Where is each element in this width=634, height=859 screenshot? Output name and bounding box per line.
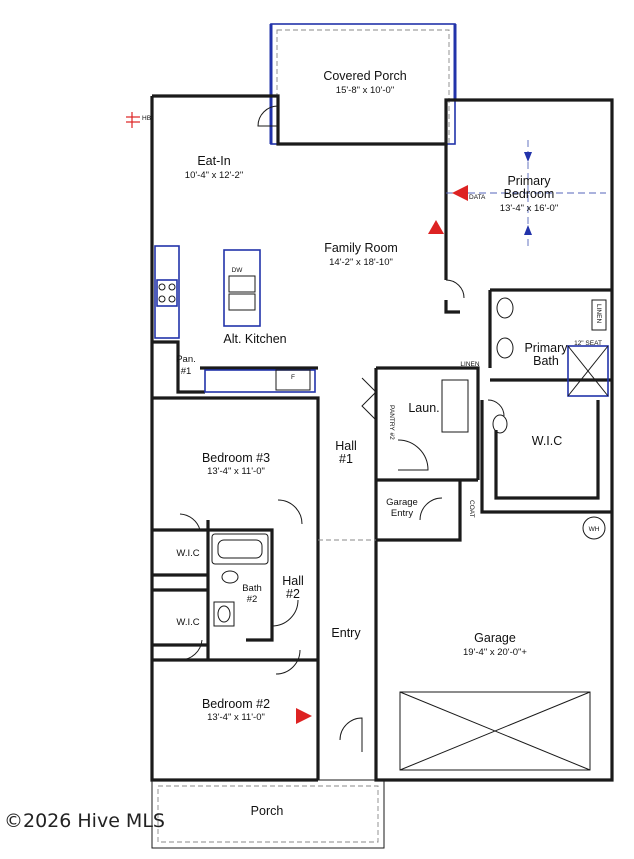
- garage-size: 19'-4" x 20'-0"+: [463, 647, 527, 658]
- watermark: ©2026 Hive MLS: [4, 810, 165, 832]
- laundry-label: Laun.: [408, 401, 439, 415]
- hall2-label-1: Hall: [282, 574, 304, 588]
- primary-wic-label: W.I.C: [532, 434, 563, 448]
- garage-entry-label-2: Entry: [391, 508, 413, 519]
- family-room-label: Family Room: [324, 241, 398, 255]
- hose-bib-label: HB: [142, 115, 151, 122]
- door-swings: [179, 105, 505, 752]
- interior-walls: [152, 144, 612, 780]
- bedroom2-size: 13'-4" x 11'-0": [207, 712, 265, 723]
- bath2-label-2: #2: [247, 594, 258, 605]
- arrow-down-icon: [524, 152, 532, 162]
- front-porch-outline: [151, 779, 385, 849]
- room-labels: Covered Porch 15'-8" x 10'-0" Eat-In 10'…: [176, 69, 602, 818]
- arrow-up-icon: [524, 225, 532, 235]
- wic-upper-label: W.I.C: [176, 548, 199, 559]
- dishwasher-label: DW: [232, 267, 244, 274]
- primary-bath-label-1: Primary: [524, 341, 568, 355]
- data-markers: DATA HB: [126, 112, 532, 724]
- hall2-label-2: #2: [286, 587, 300, 601]
- bedroom2-label: Bedroom #2: [202, 697, 270, 711]
- bedroom3-label: Bedroom #3: [202, 451, 270, 465]
- porch-label: Porch: [251, 804, 284, 818]
- covered-porch-label: Covered Porch: [323, 69, 406, 83]
- eat-in-label: Eat-In: [197, 154, 230, 168]
- linen-bath-label: LINEN: [595, 304, 602, 323]
- coat-label: COAT: [468, 500, 475, 518]
- eat-in-size: 10'-4" x 12'-2": [185, 170, 243, 181]
- hall1-label-1: Hall: [335, 439, 357, 453]
- hall1-label-2: #1: [339, 452, 353, 466]
- garage-label: Garage: [474, 631, 516, 645]
- primary-bedroom-label-2: Bedroom: [504, 187, 555, 201]
- alt-kitchen-label: Alt. Kitchen: [223, 332, 286, 346]
- primary-bedroom-label-1: Primary: [507, 174, 551, 188]
- covered-porch-outline: [269, 23, 457, 145]
- bath2-label-1: Bath: [242, 583, 262, 594]
- bathroom-fixtures: [211, 297, 609, 627]
- data-marker-icon: [296, 708, 312, 724]
- seat-label: 12" SEAT: [574, 340, 602, 347]
- entry-label: Entry: [331, 626, 361, 640]
- water-heater-label: WH: [589, 526, 600, 533]
- primary-bath-label-2: Bath: [533, 354, 559, 368]
- data-tag-label: DATA: [469, 194, 486, 201]
- wic-lower-label: W.I.C: [176, 617, 199, 628]
- family-room-size: 14'-2" x 18'-10": [329, 257, 393, 268]
- covered-porch-size: 15'-8" x 10'-0": [336, 85, 394, 96]
- primary-bedroom-size: 13'-4" x 16'-0": [500, 203, 558, 214]
- garage-entry-label-1: Garage: [386, 497, 418, 508]
- pantry-label-2: #1: [181, 366, 192, 377]
- linen-hall-label: LINEN: [460, 361, 479, 368]
- data-marker-icon: [428, 220, 444, 234]
- data-marker-icon: [452, 185, 468, 201]
- bedroom3-size: 13'-4" x 11'-0": [207, 466, 265, 477]
- fridge-label: F: [291, 374, 295, 381]
- pantry2-label: PANTRY #2: [388, 405, 395, 440]
- dashed-openings: [318, 140, 606, 771]
- pantry-label-1: Pan.: [176, 354, 196, 365]
- kitchen-fixtures: [154, 245, 316, 393]
- hose-bib-icon: [126, 112, 140, 128]
